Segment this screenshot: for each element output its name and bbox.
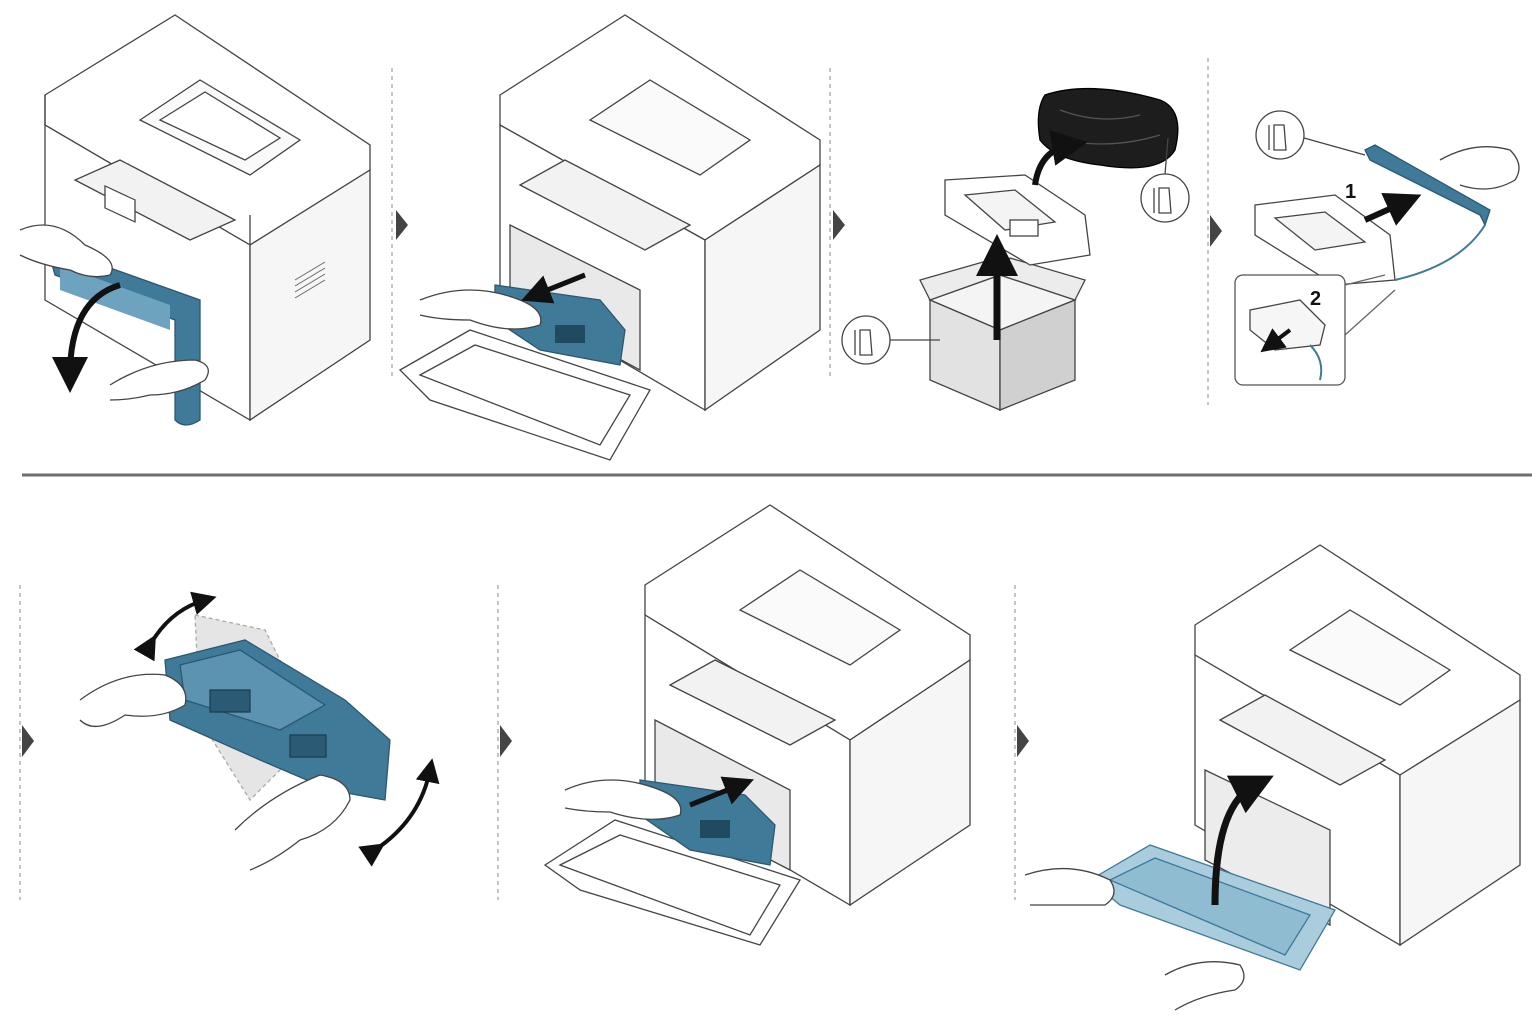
next-step-icon: [22, 725, 34, 757]
next-step-icon: [1017, 725, 1029, 757]
panel-separators: [19, 58, 1209, 900]
recycle-bin-icon: [1140, 173, 1190, 223]
callout-1: 1: [1345, 181, 1356, 203]
step-unpack-illustration: [841, 87, 1190, 411]
step-arrow-icons: [22, 210, 1222, 757]
callout-2: 2: [1310, 288, 1321, 310]
step-pull-cartridge-illustration: [398, 14, 821, 461]
next-step-icon: [500, 725, 512, 757]
step-remove-protection-illustration: 1 2: [1234, 110, 1520, 386]
next-step-icon: [396, 210, 408, 240]
step-shake-illustration: [79, 591, 440, 871]
step-close-door-illustration: [1024, 544, 1521, 1011]
recycle-bin-icon: [1255, 110, 1305, 160]
next-step-icon: [1210, 215, 1222, 247]
step-open-door-illustration: [19, 14, 371, 426]
recycle-bin-icon: [841, 315, 891, 365]
step-insert-illustration: [543, 504, 971, 946]
protective-bag: [1037, 87, 1179, 169]
next-step-icon: [833, 210, 845, 240]
